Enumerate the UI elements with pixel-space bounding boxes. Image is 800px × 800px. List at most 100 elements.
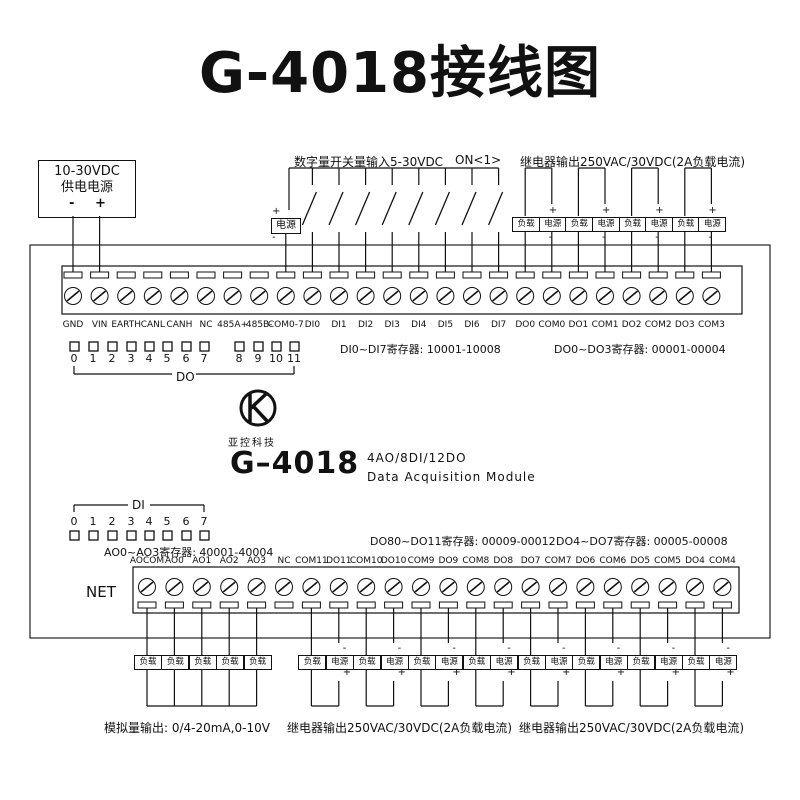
di-switch-blade bbox=[381, 191, 397, 226]
bottom-power-box: 电源 bbox=[654, 655, 683, 670]
top-terminal-screw-slot bbox=[119, 290, 133, 302]
di-led-label: 5 bbox=[163, 515, 171, 528]
analog-output-note: 模拟量输出: 0/4-20mA,0-10V bbox=[104, 721, 270, 735]
top-terminal-label: DI3 bbox=[384, 320, 400, 330]
bottom-terminal-screw-slot bbox=[633, 581, 647, 593]
ao-load-box: 负载 bbox=[161, 655, 190, 670]
bottom-load-box: 负载 bbox=[627, 655, 656, 670]
bottom-terminal-tab bbox=[192, 601, 212, 609]
di-led bbox=[181, 530, 192, 541]
top-load-box: 负载 bbox=[565, 217, 594, 232]
bottom-terminal-tab bbox=[438, 601, 458, 609]
top-terminal-tab bbox=[196, 271, 216, 279]
bottom-terminal-tab bbox=[137, 601, 157, 609]
bottom-terminal-tab bbox=[685, 601, 705, 609]
bottom-terminal-screw-slot bbox=[277, 581, 291, 593]
model-description: Data Acquisition Module bbox=[367, 470, 536, 484]
top-terminal-label: COM2 bbox=[644, 320, 672, 330]
di-led bbox=[88, 530, 99, 541]
bottom-terminal-label: COM4 bbox=[708, 556, 736, 566]
relay-minus-sign: - bbox=[562, 643, 566, 654]
relay-minus-sign: - bbox=[616, 643, 621, 654]
top-power-box: 电源 bbox=[698, 217, 727, 232]
di-power-box: 电源 bbox=[271, 218, 301, 234]
di-led bbox=[162, 530, 173, 541]
bottom-terminal-tab bbox=[712, 601, 732, 609]
bottom-terminal-screw-slot bbox=[496, 581, 510, 593]
bottom-terminal-tab bbox=[384, 601, 404, 609]
bottom-terminal-label: AO3 bbox=[247, 556, 266, 566]
top-terminal-tab bbox=[143, 271, 163, 279]
bottom-terminal-screw-slot bbox=[414, 581, 428, 593]
bottom-terminal-tab bbox=[630, 601, 650, 609]
bottom-terminal-label: COM6 bbox=[599, 556, 627, 566]
ao-load-box: 负载 bbox=[134, 655, 162, 670]
di-register-note: DI0~DI7寄存器: 10001-10008 bbox=[340, 343, 501, 356]
top-terminal-label: DI6 bbox=[464, 320, 480, 330]
power-supply-minus: - bbox=[69, 196, 75, 211]
relay-minus-sign: - bbox=[708, 232, 712, 243]
do-led bbox=[126, 341, 137, 352]
do-led bbox=[107, 341, 118, 352]
do-led-label: 2 bbox=[108, 352, 116, 365]
top-terminal-tab bbox=[701, 271, 721, 279]
di-led-group-label: DI bbox=[132, 498, 145, 512]
do-led-label: 10 bbox=[269, 352, 283, 365]
power-supply-box: 10-30VDC 供电电源 - + bbox=[38, 160, 136, 218]
top-terminal-tab bbox=[595, 271, 615, 279]
relay-minus-sign: - bbox=[452, 643, 456, 654]
do-led-label: 1 bbox=[89, 352, 97, 365]
di-led-label: 3 bbox=[127, 515, 135, 528]
top-power-box: 电源 bbox=[592, 217, 620, 232]
bottom-terminal-screw-slot bbox=[387, 581, 401, 593]
top-terminal-screw-slot bbox=[332, 290, 346, 302]
bottom-terminal-screw-slot bbox=[195, 581, 209, 593]
di-switch-blade bbox=[461, 191, 477, 226]
top-load-box: 负载 bbox=[512, 217, 541, 232]
top-terminal-tab bbox=[622, 271, 642, 279]
top-terminal-tab bbox=[329, 271, 349, 279]
bottom-terminal-tab bbox=[548, 601, 568, 609]
relay-right-note: 继电器输出250VAC/30VDC(2A负载电流) bbox=[519, 721, 745, 735]
do-led-group-label: DO bbox=[176, 370, 195, 384]
top-terminal-screw-slot bbox=[226, 290, 240, 302]
module-housing bbox=[29, 244, 771, 639]
top-terminal-screw-slot bbox=[651, 290, 665, 302]
top-terminal-screw-slot bbox=[465, 290, 479, 302]
bottom-load-box: 负载 bbox=[682, 655, 710, 670]
bottom-terminal-screw-slot bbox=[606, 581, 620, 593]
do-led bbox=[162, 341, 173, 352]
bottom-terminal-label: DO7 bbox=[520, 556, 541, 566]
do-led bbox=[144, 341, 155, 352]
top-terminal-tab bbox=[382, 271, 402, 279]
do-led-label: 7 bbox=[200, 352, 208, 365]
bottom-load-box: 负载 bbox=[517, 655, 546, 670]
do-led bbox=[234, 341, 245, 352]
relay-minus-sign: - bbox=[548, 232, 553, 243]
bottom-terminal-tab bbox=[274, 601, 294, 609]
do-register-note: DO0~DO3寄存器: 00001-00004 bbox=[554, 343, 726, 356]
relay-plus-sign: + bbox=[397, 667, 406, 678]
top-terminal-tab bbox=[515, 271, 535, 279]
bottom-terminal-label: NC bbox=[277, 556, 291, 566]
relay-minus-sign: - bbox=[602, 232, 606, 243]
bottom-terminal-screw-slot bbox=[551, 581, 565, 593]
top-terminal-tab bbox=[63, 271, 83, 279]
model-number: G–4018 bbox=[230, 446, 360, 481]
top-terminal-screw-slot bbox=[518, 290, 532, 302]
top-terminal-screw-slot bbox=[678, 290, 692, 302]
bottom-load-box: 负载 bbox=[353, 655, 382, 670]
top-terminal-label: NC bbox=[199, 320, 213, 330]
bottom-terminal-tab bbox=[466, 601, 486, 609]
top-terminal-tab bbox=[675, 271, 695, 279]
logo-k-icon bbox=[248, 392, 270, 424]
top-terminal-label: 485B- bbox=[245, 320, 273, 330]
do-register-note-3: DO4~DO7寄存器: 00005-00008 bbox=[556, 535, 728, 548]
bottom-terminal-screw-slot bbox=[222, 581, 236, 593]
top-terminal-screw-slot bbox=[252, 290, 266, 302]
bottom-power-box: 电源 bbox=[380, 655, 409, 670]
top-terminal-label: DI1 bbox=[331, 320, 347, 330]
top-terminal-tab bbox=[249, 271, 269, 279]
di-power-plus: + bbox=[272, 206, 281, 217]
di-switch-blade bbox=[408, 191, 424, 226]
